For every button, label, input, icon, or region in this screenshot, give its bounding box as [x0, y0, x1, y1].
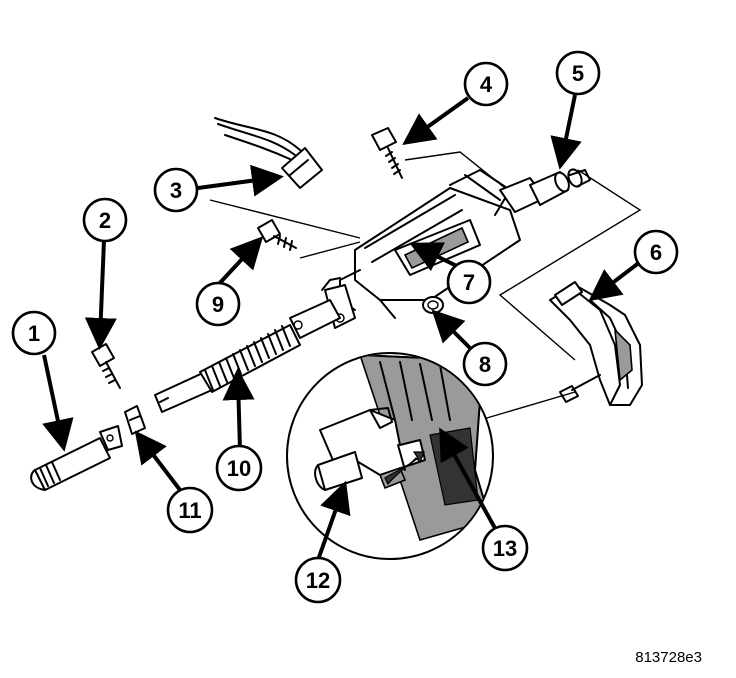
steering-column-body [339, 169, 546, 319]
wiring-harness [214, 117, 301, 161]
callout-arrows [42, 94, 642, 561]
callout-6: 6 [633, 229, 679, 275]
detail-view [286, 352, 494, 560]
callout-5-label: 5 [572, 61, 584, 86]
callout-11: 11 [166, 486, 214, 534]
nut-8 [422, 296, 444, 314]
callout-10: 10 [215, 444, 263, 492]
intermediate-shaft [154, 324, 301, 413]
bolt-4 [371, 127, 403, 179]
column-shroud [549, 281, 643, 406]
callout-10-label: 10 [227, 456, 251, 481]
callout-5: 5 [555, 50, 601, 96]
callout-2-label: 2 [99, 208, 111, 233]
callout-7-label: 7 [463, 270, 475, 295]
callout-1-label: 1 [28, 321, 40, 346]
column-shaft-end [529, 168, 591, 206]
bolt-9 [257, 219, 297, 251]
callout-12: 12 [294, 556, 342, 604]
callout-9-label: 9 [212, 292, 224, 317]
callout-13: 13 [481, 524, 529, 572]
callout-8-label: 8 [479, 352, 491, 377]
callout-6-label: 6 [650, 240, 662, 265]
callout-3: 3 [153, 167, 199, 213]
callout-1: 1 [11, 310, 57, 356]
connector [281, 147, 323, 189]
callout-13-label: 13 [493, 536, 517, 561]
callout-3-label: 3 [170, 178, 182, 203]
callout-9: 9 [195, 281, 241, 327]
callout-11-label: 11 [178, 498, 201, 523]
callout-12-label: 12 [306, 568, 330, 593]
callout-2: 2 [82, 197, 128, 243]
callout-8: 8 [462, 341, 508, 387]
clip-11 [124, 405, 146, 435]
callout-7: 7 [446, 259, 492, 305]
alignment-lines [209, 151, 642, 421]
column-yoke [289, 277, 356, 339]
bolt-2 [91, 343, 121, 389]
callout-4-label: 4 [480, 72, 493, 97]
callout-4: 4 [463, 61, 509, 107]
lower-shaft [30, 425, 123, 491]
figure-reference-code: 813728e3 [635, 649, 702, 666]
